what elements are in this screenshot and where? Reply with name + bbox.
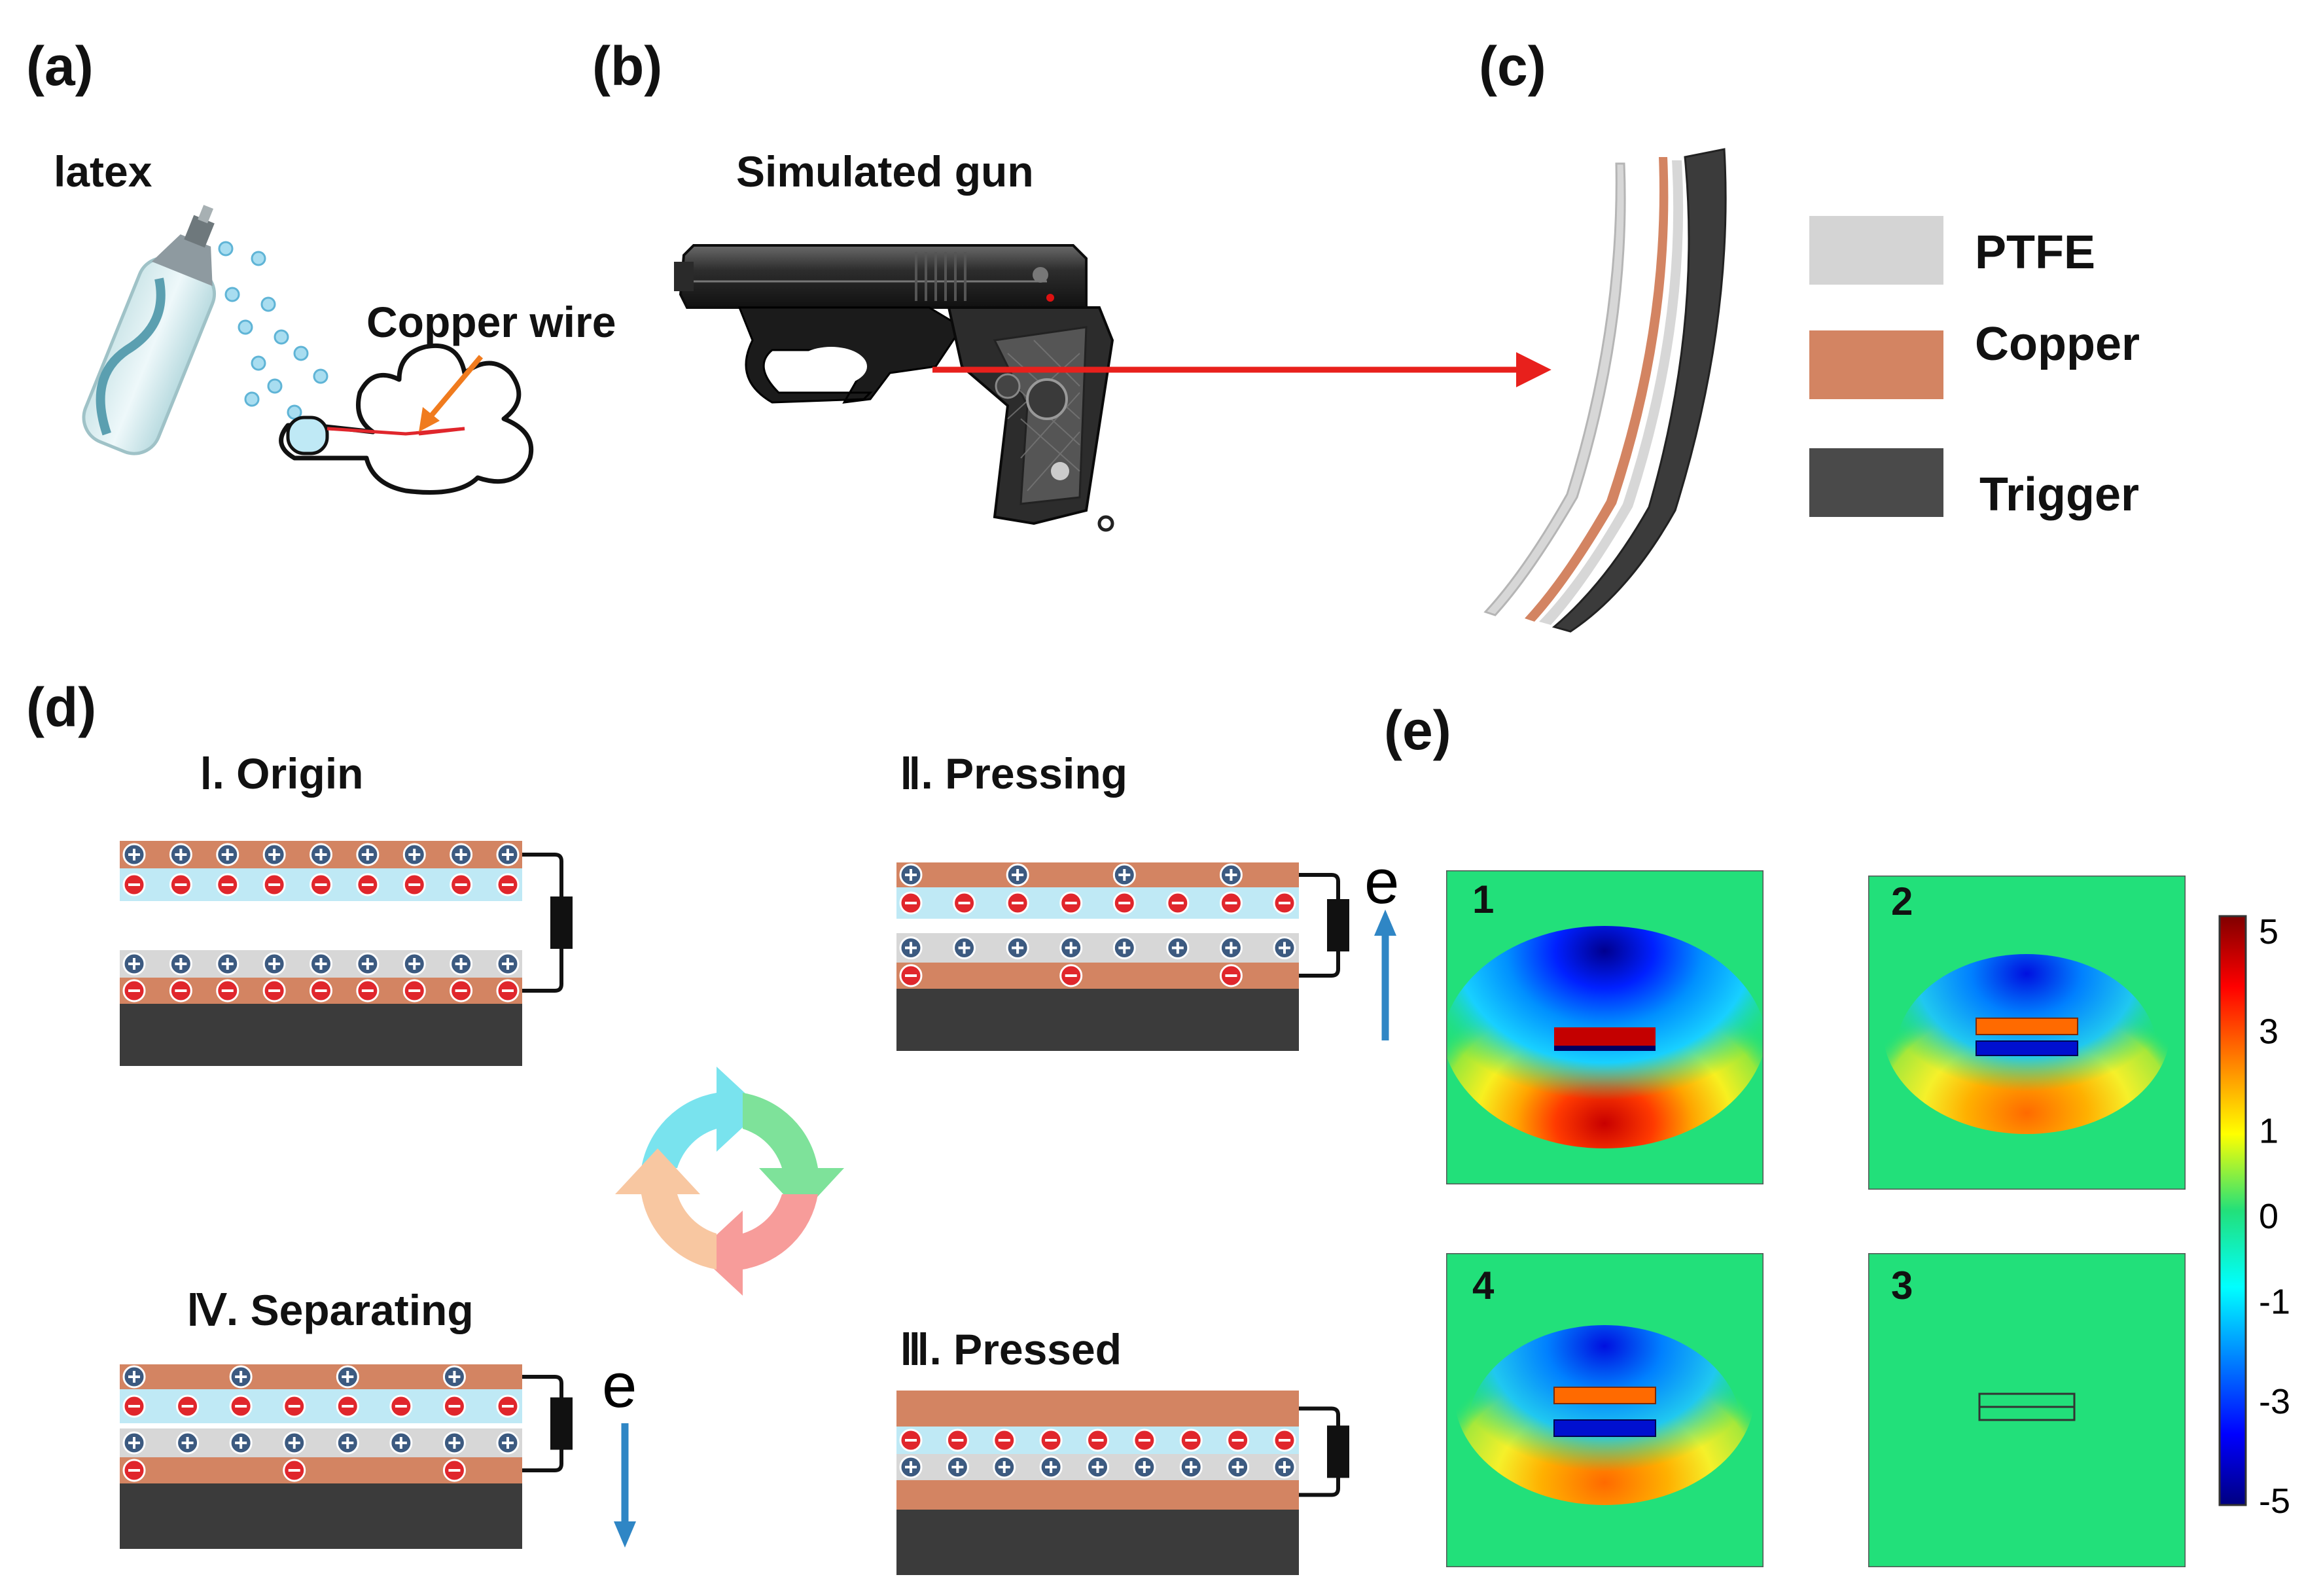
panel-c: (c) PTFE Copper Trigger xyxy=(1479,35,2140,633)
cell-origin xyxy=(120,841,573,1066)
electron-label-separating: e xyxy=(602,1351,637,1421)
legend-label-trigger: Trigger xyxy=(1979,469,2139,521)
field-plot-3: 3 xyxy=(1868,1253,2186,1567)
cycle-arrows-icon xyxy=(615,1067,844,1296)
legend-label-copper: Copper xyxy=(1975,318,2140,370)
panel-c-label: (c) xyxy=(1479,35,1546,97)
state-separating-title: Ⅳ. Separating xyxy=(186,1286,474,1334)
panel-e: (e) 1 2 xyxy=(1384,700,2290,1567)
cell-pressed xyxy=(896,1391,1349,1575)
field-plot-4: 4 xyxy=(1446,1253,1763,1567)
state-origin-title: Ⅰ. Origin xyxy=(200,749,363,798)
copper-wire-pointer xyxy=(419,355,484,432)
load-resistor xyxy=(550,1397,573,1450)
trigger-layer-stack xyxy=(1483,148,1727,633)
cell-pressing xyxy=(896,862,1349,1051)
legend-swatch-ptfe xyxy=(1809,216,1943,285)
colorbar-tick-label: -5 xyxy=(2259,1481,2290,1521)
legend-swatch-copper xyxy=(1809,330,1943,399)
panel-d: (d) Ⅰ. Origin Ⅱ. Pressing Ⅳ. Separating … xyxy=(26,677,1399,1575)
colorbar-tick-label: -1 xyxy=(2259,1283,2290,1322)
electron-flow-up: e xyxy=(1364,847,1399,1040)
teng-cells xyxy=(120,841,1349,1575)
spray-droplets xyxy=(218,241,328,420)
state-pressed-title: Ⅲ. Pressed xyxy=(900,1325,1122,1374)
legend-label-ptfe: PTFE xyxy=(1975,226,2095,279)
panel-b-label: (b) xyxy=(592,35,662,97)
field-plot-2-label: 2 xyxy=(1891,879,1913,923)
colorbar-ticks: 5 3 1 0 -1 -3 -5 xyxy=(2259,912,2290,1521)
colorbar-tick-label: 5 xyxy=(2259,912,2278,951)
colorbar-tick-label: 1 xyxy=(2259,1112,2278,1151)
panel-a-label: (a) xyxy=(26,35,94,97)
load-resistor xyxy=(1327,1425,1349,1478)
copper-wire-label: Copper wire xyxy=(366,298,616,346)
colorbar-tick-label: 0 xyxy=(2259,1197,2278,1236)
colorbar: 5 3 1 0 -1 -3 -5 xyxy=(2218,912,2290,1521)
pistol-icon xyxy=(674,244,1114,532)
cell-separating xyxy=(120,1364,573,1549)
colorbar-tick-label: -3 xyxy=(2259,1382,2290,1421)
panel-d-label: (d) xyxy=(26,677,96,738)
layer-legend: PTFE Copper Trigger xyxy=(1809,216,2140,521)
colorbar-tick-label: 3 xyxy=(2259,1012,2278,1051)
panel-a: (a) latex Copper wire xyxy=(26,35,616,495)
electron-label-pressing: e xyxy=(1364,847,1399,917)
gloved-hand-icon xyxy=(279,343,534,495)
panel-b: (b) Simulated gun xyxy=(592,35,1551,532)
field-plot-4-label: 4 xyxy=(1472,1264,1495,1307)
field-plot-1: 1 xyxy=(1446,870,1763,1184)
electron-flow-down: e xyxy=(602,1351,637,1548)
latex-label: latex xyxy=(54,147,152,196)
state-pressing-title: Ⅱ. Pressing xyxy=(900,749,1127,798)
load-resistor xyxy=(1327,899,1349,951)
field-plot-2: 2 xyxy=(1868,876,2186,1190)
load-resistor xyxy=(550,896,573,949)
spray-bottle-icon xyxy=(82,205,217,455)
field-plot-1-label: 1 xyxy=(1472,878,1494,921)
field-plot-3-label: 3 xyxy=(1891,1264,1913,1307)
simulated-gun-title: Simulated gun xyxy=(736,147,1034,196)
panel-e-label: (e) xyxy=(1384,700,1451,761)
legend-swatch-trigger xyxy=(1809,448,1943,517)
